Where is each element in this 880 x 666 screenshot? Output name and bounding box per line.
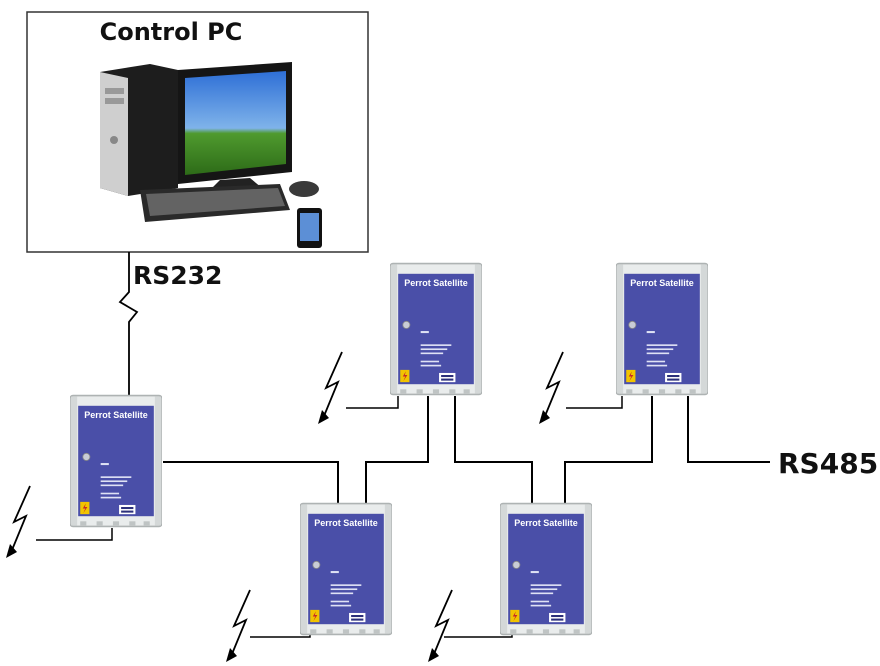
satellite-title: Perrot Satellite	[514, 518, 578, 528]
pc-monitor-icon	[178, 62, 292, 192]
satellite-title: Perrot Satellite	[84, 410, 148, 420]
rs232-link: RS232	[118, 252, 222, 396]
control-pc-panel: Control PC	[26, 11, 369, 253]
wireless-bolt-icon	[538, 351, 564, 425]
satellite-title: Perrot Satellite	[630, 278, 694, 288]
rs485-label: RS485	[778, 447, 878, 480]
pc-keyboard-icon	[140, 184, 290, 222]
wireless-bolt-icon	[427, 589, 453, 663]
wireless-bolt-icon	[5, 485, 31, 559]
satellite-unit-3: Perrot Satellite	[616, 262, 708, 396]
wireless-bolt-icon	[225, 589, 251, 663]
pc-tower-icon	[100, 64, 178, 196]
wireless-bolt-icon	[317, 351, 343, 425]
control-pc-title: Control PC	[100, 18, 243, 46]
satellite-title: Perrot Satellite	[314, 518, 378, 528]
smartphone-icon	[297, 208, 322, 248]
rs485-bus	[163, 396, 770, 504]
satellite-title: Perrot Satellite	[404, 278, 468, 288]
satellite-unit-2: Perrot Satellite	[390, 262, 482, 396]
pc-mouse-icon	[289, 181, 319, 197]
satellite-unit-4: Perrot Satellite	[300, 502, 392, 636]
satellite-unit-1: Perrot Satellite	[70, 394, 162, 528]
satellite-unit-5: Perrot Satellite	[500, 502, 592, 636]
rs232-label: RS232	[133, 261, 222, 290]
